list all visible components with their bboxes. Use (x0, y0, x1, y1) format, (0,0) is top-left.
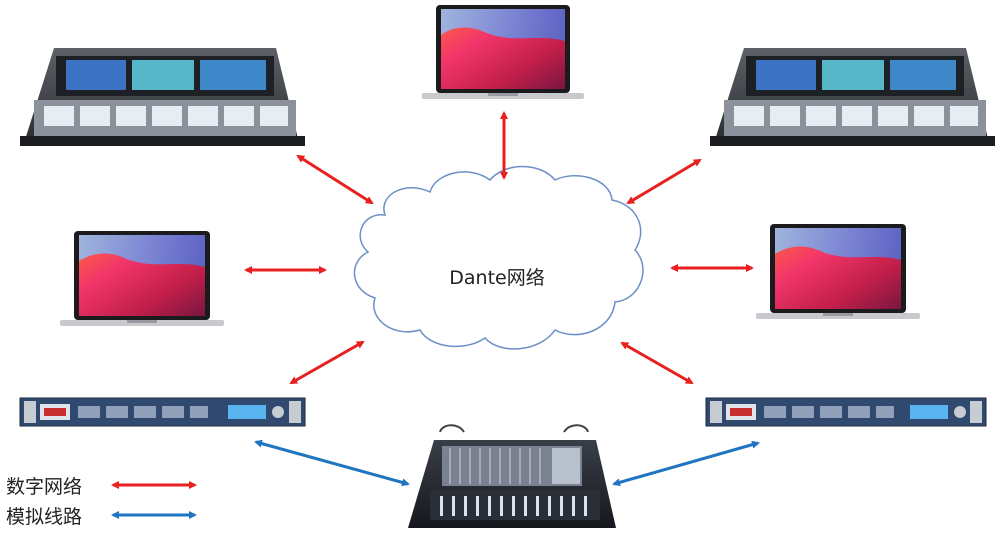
arrow-processor-right (620, 341, 694, 385)
dante-network-label: Dante网络 (449, 267, 544, 289)
laptop-middle-right (756, 224, 920, 319)
analog-connections (254, 439, 760, 487)
processor-right (705, 397, 987, 427)
legend-analog-label: 模拟线路 (6, 506, 83, 528)
legend-digital-label: 数字网络 (6, 476, 83, 498)
digital-connections (244, 111, 754, 385)
dante-cloud: Dante网络 (353, 165, 644, 350)
laptop-top-center (422, 5, 584, 99)
arrow-right-processor-to-mixer (612, 440, 760, 487)
arrow-processor-left (289, 340, 365, 385)
arrow-left-processor-to-mixer (254, 439, 410, 487)
arrow-console-top-right (626, 158, 702, 205)
console-top-left (20, 48, 305, 146)
console-top-right (710, 48, 995, 146)
laptop-middle-left (60, 231, 224, 326)
arrow-console-top-left (296, 154, 374, 205)
analog-mixer-bottom (408, 424, 616, 528)
processor-left (19, 397, 306, 427)
